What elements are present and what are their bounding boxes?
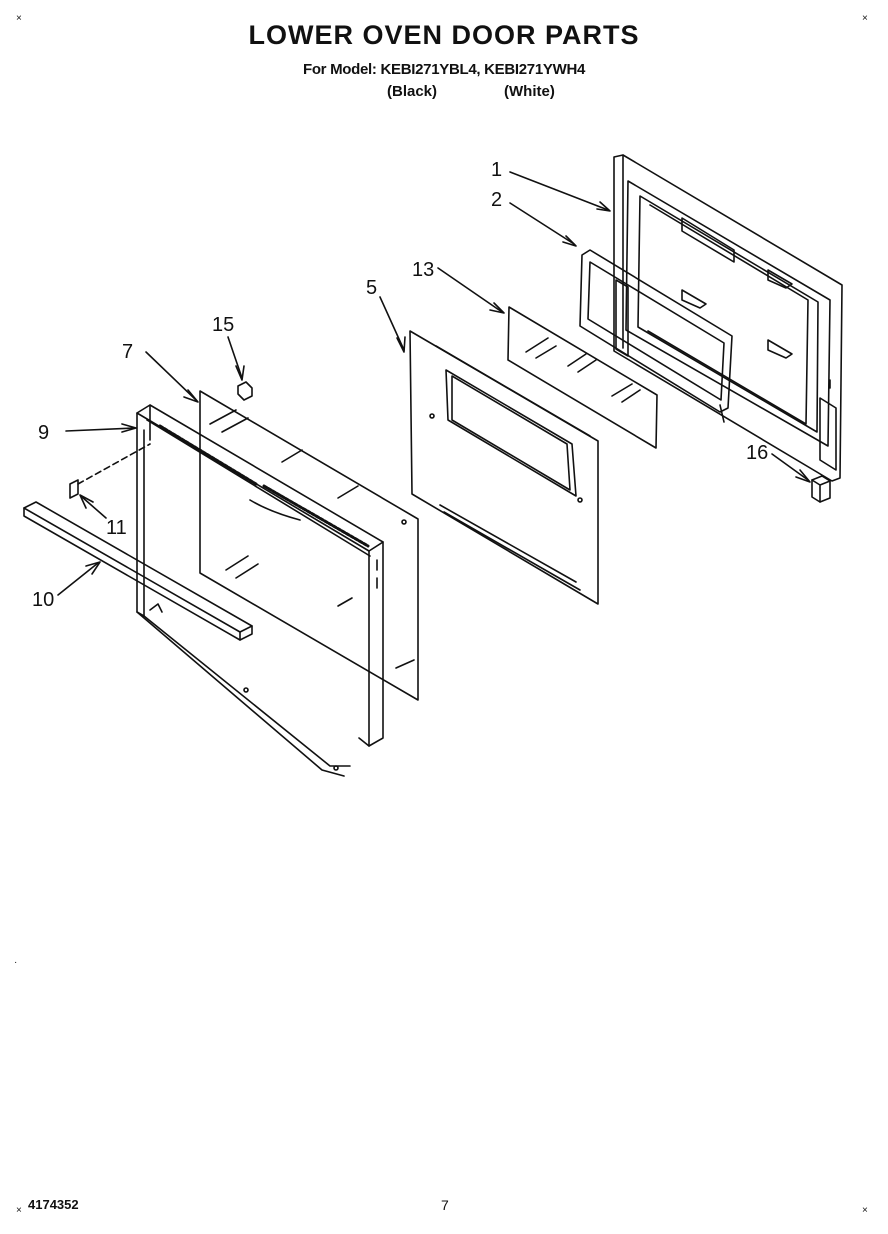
part-13-inner-glass: [507, 306, 658, 449]
part-11-bracket: [69, 479, 79, 499]
callout-9: 9: [38, 422, 49, 444]
callout-10: 10: [32, 589, 54, 611]
callout-13: 13: [412, 259, 434, 281]
page-title: LOWER OVEN DOOR PARTS: [248, 20, 640, 50]
color-label-black: (Black): [387, 83, 438, 100]
model-line: For Model: KEBI271YBL4, KEBI271YWH4: [302, 61, 586, 78]
callout-1: 1: [491, 159, 502, 181]
part-7-outer-glass: [199, 390, 419, 701]
callout-2: 2: [491, 189, 502, 211]
leader-lines: [57, 171, 811, 596]
registration-mark-bottom-left: ×: [16, 1205, 22, 1216]
callout-11: 11: [106, 517, 127, 539]
document-part-number: 4174352: [28, 1197, 79, 1212]
part-16-clip: [811, 475, 831, 503]
color-label-white: (White): [504, 83, 555, 100]
part-5-door-panel: [409, 330, 599, 605]
callout-16: 16: [746, 442, 768, 464]
part-1-inner-door-liner: [613, 154, 843, 482]
callout-7: 7: [122, 341, 133, 363]
part-9-outer-door-frame: [136, 404, 384, 777]
registration-mark-top-left: ×: [16, 13, 22, 24]
page-number: 7: [441, 1197, 449, 1213]
part-2-door-gasket: [579, 249, 733, 423]
registration-mark-left: ·: [14, 957, 18, 968]
registration-mark-top-right: ×: [862, 13, 868, 24]
part-10-handle-trim: [23, 501, 253, 641]
part-15-glass-stop: [237, 381, 253, 401]
registration-mark-bottom-right: ×: [862, 1205, 868, 1216]
callout-5: 5: [366, 277, 377, 299]
assembly-line: [77, 443, 151, 485]
callout-15: 15: [212, 314, 234, 336]
